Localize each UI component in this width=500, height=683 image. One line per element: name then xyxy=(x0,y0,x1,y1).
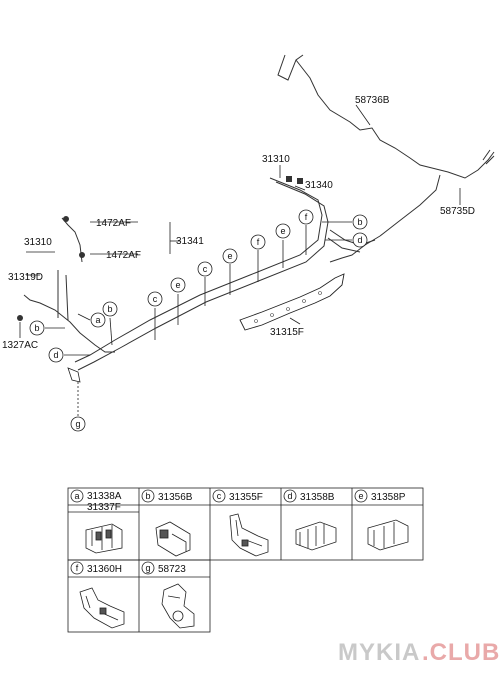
bracket-holes xyxy=(254,291,322,323)
circle-letter-b-right: b xyxy=(357,217,362,227)
clamp-g xyxy=(67,367,81,383)
label-1472AF-1: 1472AF xyxy=(96,218,131,229)
label-31315F: 31315F xyxy=(270,327,304,338)
fuel-line-upper-end xyxy=(482,149,495,165)
legend-part-31337F: 31337F xyxy=(87,502,121,513)
callout-circles: a b b d c e c e f e f b d g xyxy=(29,209,368,432)
fuel-line-left-riser xyxy=(61,217,83,263)
circle-letter-d-right: d xyxy=(357,235,362,245)
clip-f-icon xyxy=(79,587,125,629)
label-31319D: 31319D xyxy=(8,272,43,283)
legend-letter-f: f xyxy=(76,563,79,573)
watermark-accent: .CLUB xyxy=(422,639,500,666)
clip-a-icon xyxy=(85,523,123,554)
label-1327AC: 1327AC xyxy=(2,340,38,351)
legend-part-31360H: 31360H xyxy=(87,564,122,575)
circle-letter-b: b xyxy=(107,304,112,314)
legend-clip-illustrations xyxy=(79,513,409,629)
circle-letter-f-1: f xyxy=(257,237,260,247)
bolt-1327AC xyxy=(17,315,23,321)
watermark-main: MYKIA xyxy=(338,639,420,666)
clip-b-icon xyxy=(155,521,191,557)
clip-d-icon xyxy=(295,521,337,551)
legend-letter-b: b xyxy=(145,491,150,501)
watermark: MYKIA .CLUB xyxy=(338,639,500,666)
legend-part-31356B: 31356B xyxy=(158,492,193,503)
fuel-line-upper-branch xyxy=(329,174,441,263)
clip-e-icon xyxy=(367,519,409,551)
label-31310-top: 31310 xyxy=(262,154,290,165)
legend-part-31338A: 31338A xyxy=(87,491,122,502)
label-31340: 31340 xyxy=(305,180,333,191)
circle-letter-c-1: c xyxy=(153,294,158,304)
label-31310-left: 31310 xyxy=(24,237,52,248)
label-58735D: 58735D xyxy=(440,206,475,217)
circle-letter-a: a xyxy=(95,315,100,325)
fuel-line-main-c xyxy=(327,229,376,253)
clip-c-icon xyxy=(229,513,269,557)
label-1472AF-2: 1472AF xyxy=(106,250,141,261)
circle-letter-g: g xyxy=(75,419,80,429)
fuel-line-upper xyxy=(277,54,495,179)
legend-letter-g: g xyxy=(145,563,150,573)
bracket-31315F xyxy=(239,273,345,331)
parts-legend xyxy=(67,487,424,633)
legend-letter-c: c xyxy=(217,491,222,501)
clip-g-icon xyxy=(161,583,195,629)
fuel-line-left-vertical xyxy=(57,270,69,321)
legend-letter-a: a xyxy=(74,491,79,501)
circle-letter-e-1: e xyxy=(175,280,180,290)
bolt-1472AF-top xyxy=(63,216,69,222)
circle-letter-e-2: e xyxy=(227,251,232,261)
legend-headers: a 31338A 31337F b 31356B c 31355F d 3135… xyxy=(70,489,406,575)
fuel-line-main-b xyxy=(77,181,329,371)
legend-part-58723: 58723 xyxy=(158,564,186,575)
legend-part-31355F: 31355F xyxy=(229,492,263,503)
clamp-top xyxy=(286,176,303,184)
fuel-line-main-a xyxy=(74,177,323,363)
circle-letter-b-left: b xyxy=(34,323,39,333)
label-31341: 31341 xyxy=(176,236,204,247)
fuel-line-left xyxy=(23,294,115,353)
legend-part-31358B: 31358B xyxy=(300,492,335,503)
circle-letter-d-left: d xyxy=(53,350,58,360)
bolt-1472AF-bottom xyxy=(79,252,85,258)
legend-part-31358P: 31358P xyxy=(371,492,406,503)
leader-lines xyxy=(19,104,461,416)
legend-letter-e: e xyxy=(358,491,363,501)
legend-letter-d: d xyxy=(287,491,292,501)
circle-letter-f-2: f xyxy=(305,212,308,222)
circle-letter-c-2: c xyxy=(203,264,208,274)
circle-letter-e-3: e xyxy=(280,226,285,236)
label-58736B: 58736B xyxy=(355,95,390,106)
